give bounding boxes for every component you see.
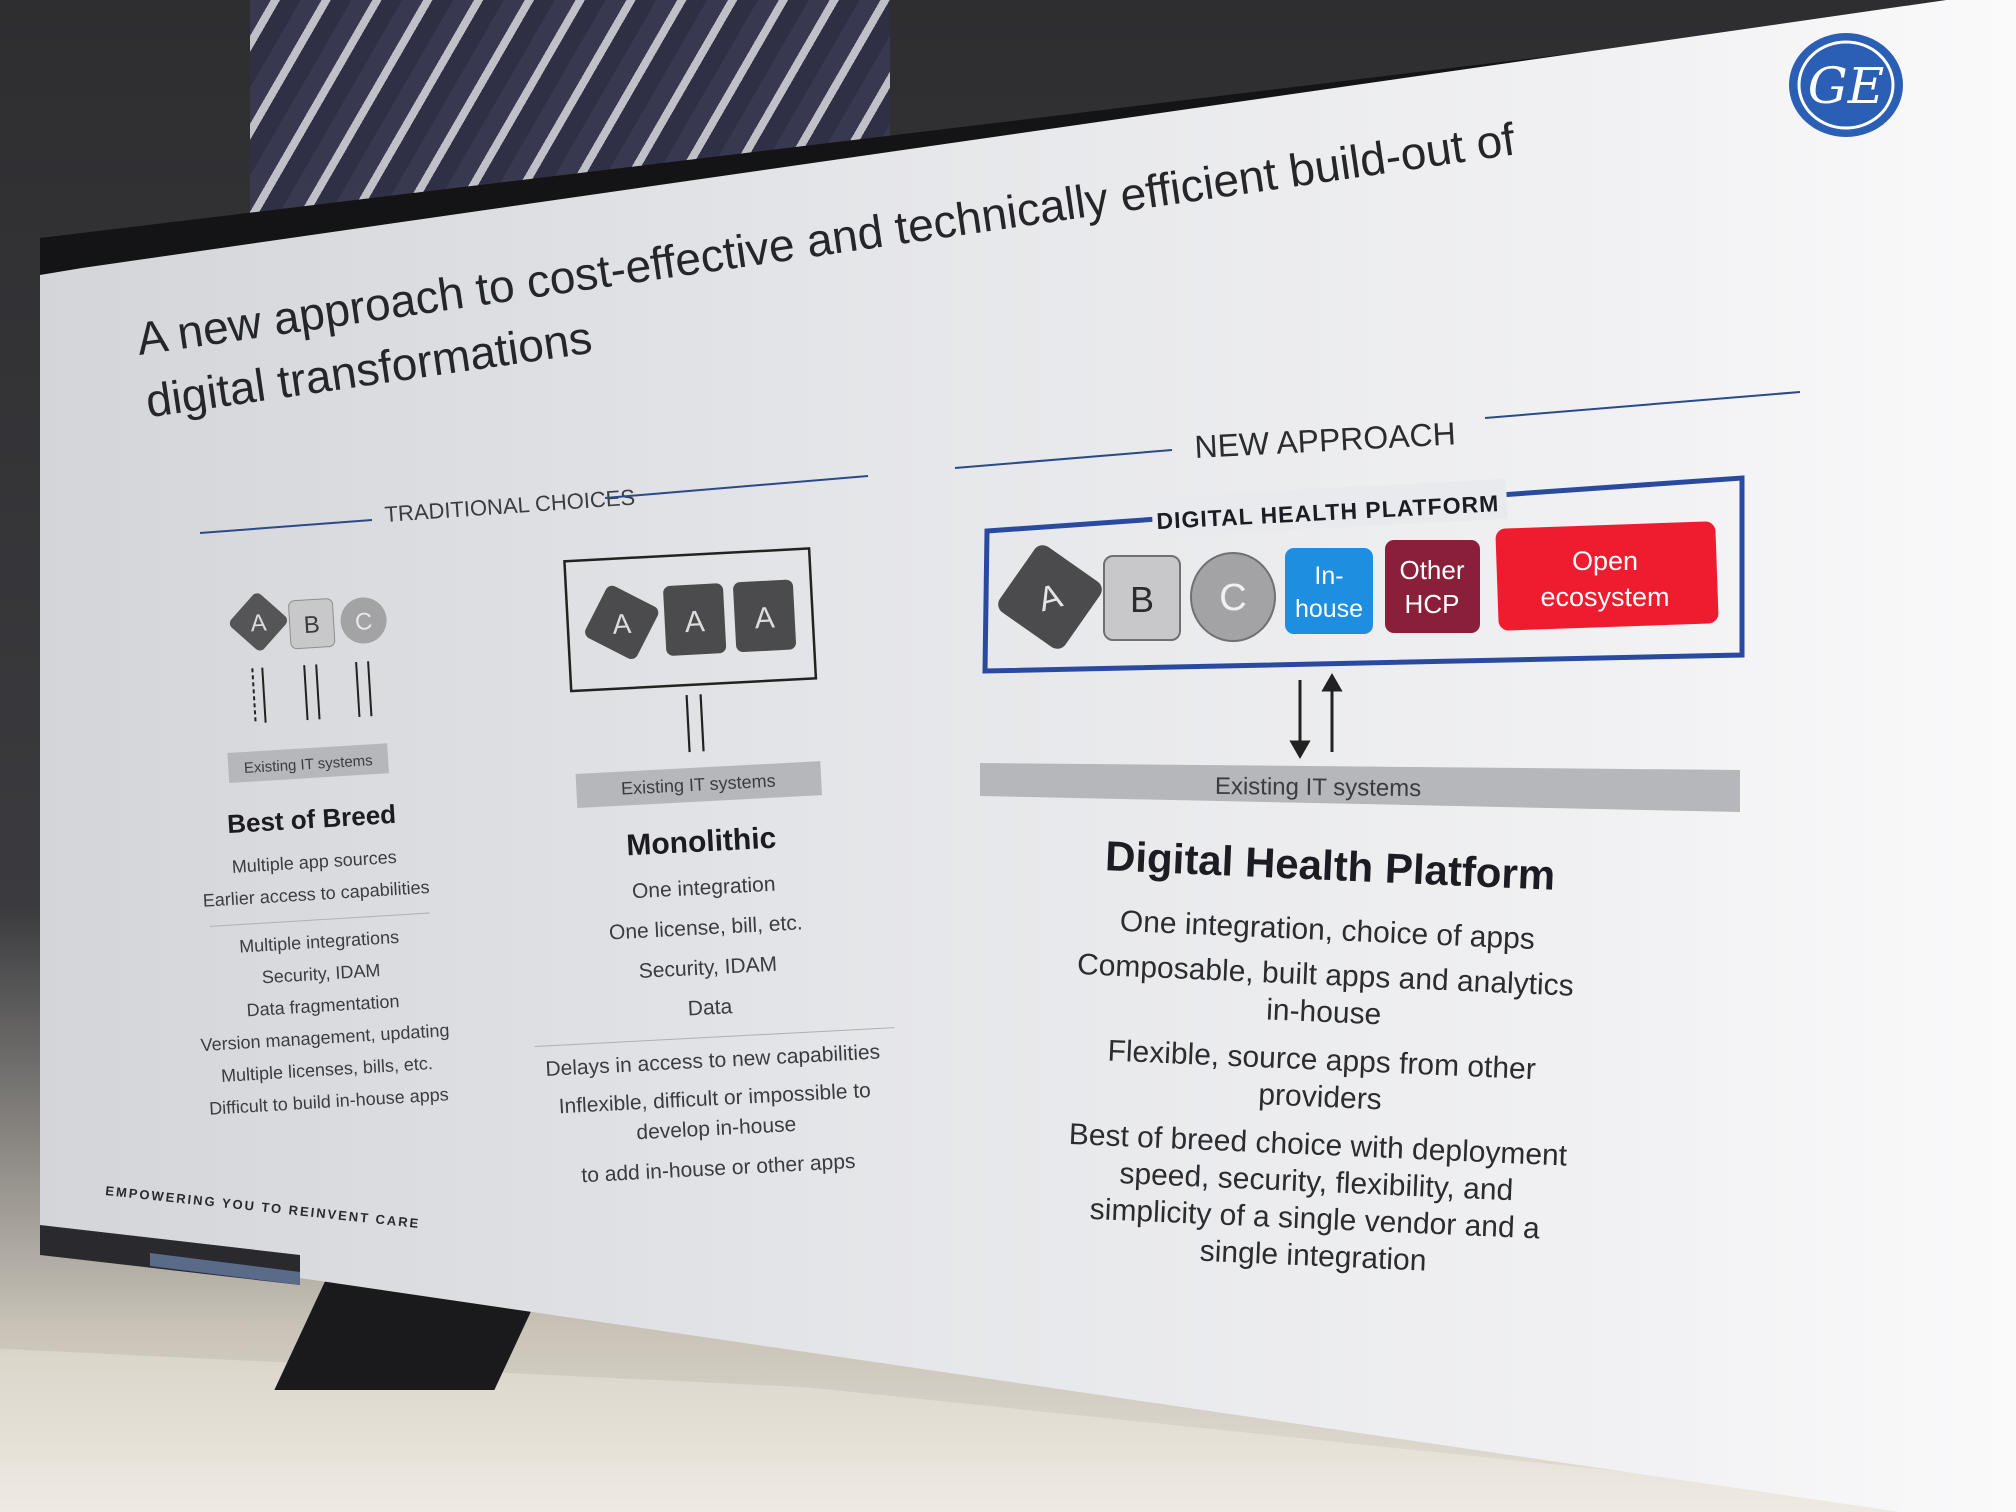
platform-tile-b (1103, 555, 1181, 641)
ge-logo: GE (1789, 33, 1903, 137)
platform-tile-other-hcp (1385, 540, 1480, 633)
platform-tile-other-hcp-label-1: Other (1399, 555, 1464, 585)
bob-tile-b-label: B (303, 611, 321, 639)
mono-divider (534, 1027, 895, 1048)
bob-tile-a-label: A (250, 609, 268, 637)
platform-tile-c (1190, 552, 1276, 642)
digital-health-platform-box: DIGITAL HEALTH PLATFORM A B C In- house … (982, 475, 1745, 674)
platform-tile-c-label: C (1219, 577, 1246, 619)
platform-systems-bar (980, 763, 1740, 812)
mono-tile-3-label: A (754, 601, 776, 635)
bob-tile-b (288, 598, 336, 650)
platform-tile-open-ecosystem (1495, 521, 1719, 631)
platform-tile-b-label: B (1130, 579, 1154, 620)
bob-tile-a (229, 593, 288, 651)
taskbar-icons (150, 1253, 300, 1285)
bob-tile-c-label: C (354, 608, 373, 636)
bob-systems-bar (227, 743, 389, 783)
platform-bullet-5: providers (1258, 1078, 1383, 1116)
ge-logo-circle (1789, 33, 1903, 137)
mono-tile-3 (733, 579, 796, 653)
bob-arrows (251, 661, 373, 724)
platform-tile-a (998, 545, 1102, 649)
platform-tile-open-ecosystem-label-2: ecosystem (1540, 582, 1669, 612)
mono-systems-bar (575, 761, 823, 808)
platform-tile-in-house-label-2: house (1295, 595, 1363, 623)
platform-arrows (1289, 672, 1343, 760)
platform-tile-other-hcp-label-2: HCP (1405, 589, 1460, 619)
bob-tile-c (340, 597, 387, 644)
mono-heading: Monolithic (626, 822, 778, 863)
mono-tile-1 (585, 585, 659, 659)
mono-tile-2-label: A (684, 605, 706, 639)
mono-arrows (685, 694, 705, 753)
ge-logo-text: GE (1808, 57, 1884, 115)
platform-tile-open-ecosystem-label-1: Open (1572, 546, 1638, 576)
screen-surface (40, 0, 2016, 1512)
platform-systems-label: Existing IT systems (1215, 773, 1422, 802)
platform-tile-in-house-label-1: In- (1314, 562, 1343, 590)
platform-description: Digital Health Platform One integration,… (1068, 832, 1574, 1277)
mono-pro-4: Data (687, 995, 733, 1020)
mono-box (563, 547, 818, 693)
platform-bullet-3: in-house (1266, 993, 1382, 1031)
bob-tiles: A B C (229, 593, 387, 651)
bob-divider (209, 912, 430, 927)
platform-tile-in-house (1285, 548, 1373, 634)
mono-tile-2 (663, 583, 727, 656)
mono-tile-1-label: A (612, 608, 633, 640)
